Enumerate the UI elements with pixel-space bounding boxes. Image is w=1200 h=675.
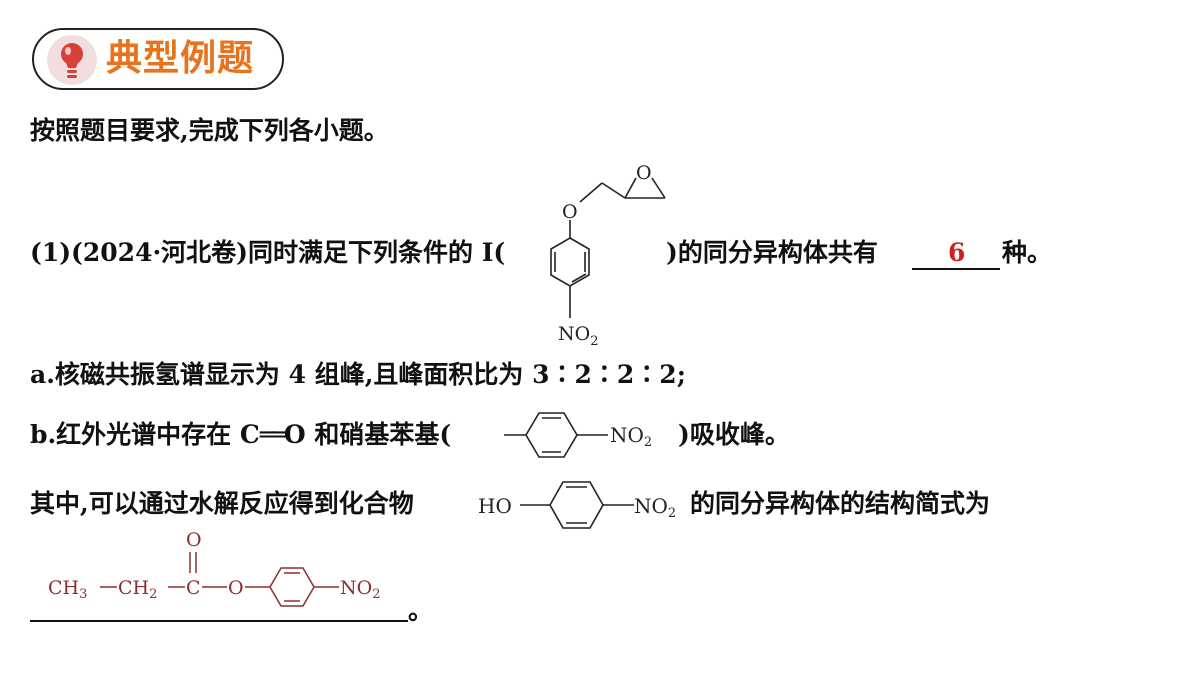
header-title: 典型例题: [106, 38, 255, 79]
methyl-label: CH: [48, 577, 79, 599]
ester-oxygen-label: O: [228, 577, 244, 599]
hydroxyl-label: HO: [478, 494, 512, 518]
nitro-subscript: 2: [590, 334, 598, 349]
nitrophenyl-structure: NO2: [504, 412, 652, 458]
nitrophenyl-no2: NO: [610, 423, 644, 447]
carbonyl-oxygen-label: O: [186, 529, 202, 551]
svg-text:CH3: CH3: [48, 577, 87, 602]
answer-no2: NO: [340, 577, 372, 599]
condition-b-text: b.红外光谱中存在 C: [30, 420, 260, 449]
methyl-sub: 3: [79, 587, 87, 602]
condition-b-prefix: b.红外光谱中存在 C══O 和硝基苯基(: [30, 418, 451, 452]
nitro-label: NO: [558, 323, 590, 345]
svg-text:NO2: NO2: [558, 323, 598, 349]
answer-blank-2: [30, 620, 408, 622]
svg-text:CH2: CH2: [118, 577, 157, 602]
condition-a: a.核磁共振氢谱显示为 4 组峰,且峰面积比为 3∶2∶2∶2;: [30, 360, 686, 389]
epoxide-oxygen-label: O: [636, 162, 652, 184]
answer-structure: CH3 CH2 C O O NO2: [48, 529, 380, 607]
methylene-label: CH: [118, 577, 149, 599]
ether-oxygen-label: O: [562, 201, 578, 223]
methylene-sub: 2: [149, 587, 157, 602]
q1-unit: 种。: [1002, 238, 1053, 267]
condition-b-suffix: )吸收峰。: [678, 420, 790, 449]
carbonyl-carbon-label: C: [186, 577, 201, 599]
final-period: 。: [408, 596, 434, 625]
double-bond: ══: [259, 420, 287, 449]
q1-suffix: )的同分异构体共有: [666, 238, 878, 267]
intro-text: 按照题目要求,完成下列各小题。: [30, 116, 389, 145]
final-prefix: 其中,可以通过水解反应得到化合物: [30, 489, 414, 518]
answer-count: 6: [948, 238, 966, 267]
molecule-i-structure: O O NO2: [550, 162, 666, 349]
nitrophenyl-no2-sub: 2: [644, 435, 652, 450]
svg-text:NO2: NO2: [634, 494, 676, 521]
lightbulb-icon: [47, 35, 97, 85]
nitrophenol-structure: HO NO2: [478, 481, 676, 529]
svg-text:NO2: NO2: [340, 577, 380, 602]
nitrophenol-no2: NO: [634, 494, 668, 518]
final-suffix: 的同分异构体的结构简式为: [690, 489, 991, 518]
answer-blank-1: [912, 268, 1000, 270]
condition-b-mid: O 和硝基苯基(: [283, 420, 452, 449]
answer-no2-sub: 2: [372, 587, 380, 602]
q1-prefix: (1)(2024·河北卷)同时满足下列条件的 I(: [30, 238, 506, 267]
nitrophenol-no2-sub: 2: [668, 506, 676, 521]
svg-text:NO2: NO2: [610, 423, 652, 450]
